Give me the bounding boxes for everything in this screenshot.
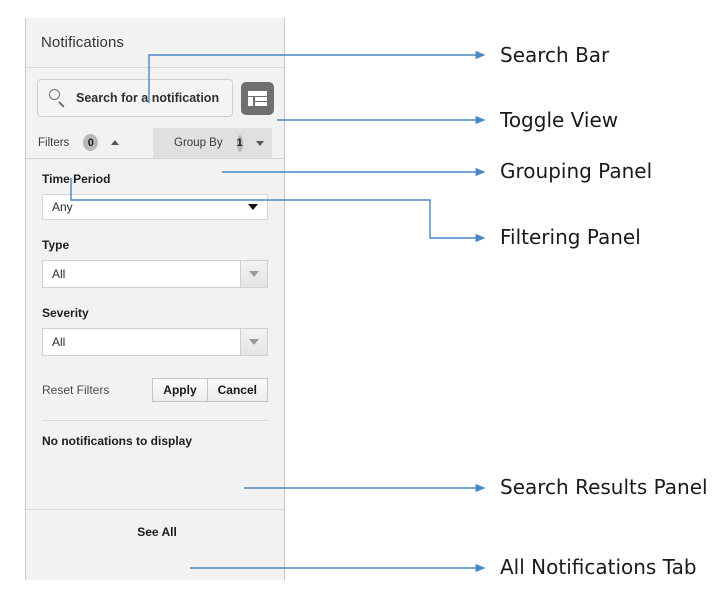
search-results-panel: No notifications to display — [26, 421, 284, 509]
search-row: Search for a notification — [26, 68, 284, 128]
divider — [42, 420, 268, 421]
apply-button[interactable]: Apply — [152, 378, 208, 402]
filter-button-group: Apply Cancel — [152, 378, 268, 402]
tab-group-by-badge: 1 — [236, 134, 243, 152]
notifications-panel: Notifications Search for a notification … — [25, 18, 285, 580]
search-icon — [48, 89, 66, 107]
empty-results-message: No notifications to display — [42, 434, 193, 448]
chevron-down-icon[interactable] — [255, 140, 264, 146]
reset-filters-button[interactable]: Reset Filters — [42, 383, 110, 397]
panel-header: Notifications — [26, 18, 284, 68]
tab-filters-badge: 0 — [83, 134, 99, 151]
annotation-label-grouping-panel: Grouping Panel — [500, 159, 653, 183]
annotation-label-search-results-panel: Search Results Panel — [500, 475, 708, 499]
type-value: All — [52, 267, 66, 281]
annotation-label-all-notifications-tab: All Notifications Tab — [500, 555, 697, 579]
filter-tabs: Filters 0 Group By 1 — [26, 128, 284, 159]
chevron-down-icon — [248, 204, 258, 210]
time-period-label: Time Period — [42, 172, 111, 186]
filter-actions: Reset Filters Apply Cancel — [42, 378, 268, 402]
annotation-label-filtering-panel: Filtering Panel — [500, 225, 641, 249]
toggle-view-icon — [248, 90, 267, 106]
search-placeholder: Search for a notification — [76, 91, 220, 105]
search-input[interactable]: Search for a notification — [37, 79, 233, 117]
all-notifications-tab[interactable]: See All — [26, 509, 284, 554]
page-title: Notifications — [41, 34, 125, 51]
tab-group-by-label: Group By — [174, 137, 223, 149]
annotation-label-toggle-view: Toggle View — [500, 108, 619, 132]
cancel-button[interactable]: Cancel — [207, 378, 268, 402]
filtering-panel: Time Period Any Type All Severity All Re… — [26, 159, 284, 421]
type-select-button[interactable] — [240, 261, 267, 287]
chevron-down-icon — [249, 271, 259, 277]
time-period-select[interactable]: Any — [42, 194, 268, 220]
tab-filters-label: Filters — [38, 136, 70, 149]
tab-filters[interactable]: Filters 0 — [26, 128, 153, 158]
tab-group-by[interactable]: Group By 1 — [153, 128, 272, 158]
annotation-label-search-bar: Search Bar — [500, 43, 610, 67]
type-label: Type — [42, 238, 70, 252]
type-select[interactable]: All — [42, 260, 268, 288]
severity-select-button[interactable] — [240, 329, 267, 355]
chevron-down-icon — [249, 339, 259, 345]
severity-select[interactable]: All — [42, 328, 268, 356]
severity-label: Severity — [42, 306, 89, 320]
toggle-view-button[interactable] — [241, 81, 274, 115]
time-period-value: Any — [52, 200, 73, 214]
chevron-up-icon[interactable] — [111, 140, 120, 145]
see-all-label: See All — [137, 525, 177, 539]
severity-value: All — [52, 335, 66, 349]
